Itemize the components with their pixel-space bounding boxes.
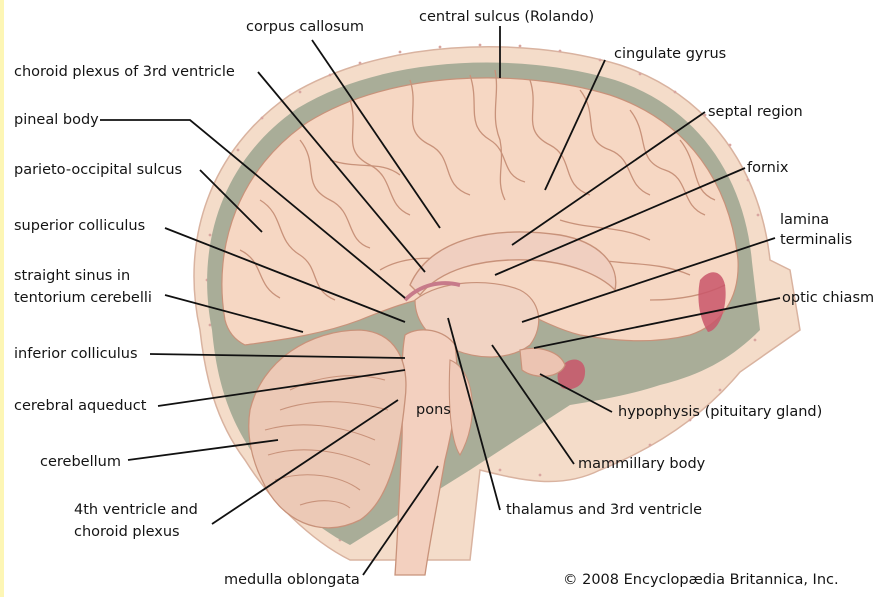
label-choroid-plexus-3rd: choroid plexus of 3rd ventricle — [14, 64, 235, 80]
label-thalamus: thalamus and 3rd ventricle — [506, 502, 702, 518]
label-terminalis: terminalis — [780, 232, 852, 248]
label-inferior-colliculus: inferior colliculus — [14, 346, 138, 362]
label-pons: pons — [416, 402, 451, 418]
label-central-sulcus: central sulcus (Rolando) — [419, 9, 594, 25]
label-tentorium: tentorium cerebelli — [14, 290, 152, 306]
label-straight-sinus: straight sinus in — [14, 268, 130, 284]
label-fornix: fornix — [747, 160, 789, 176]
label-superior-colliculus: superior colliculus — [14, 218, 145, 234]
label-optic-chiasm: optic chiasm — [782, 290, 874, 306]
label-cerebellum: cerebellum — [40, 454, 121, 470]
label-lamina: lamina — [780, 212, 829, 228]
label-medulla: medulla oblongata — [224, 572, 360, 588]
label-pineal-body: pineal body — [14, 112, 99, 128]
label-corpus-callosum: corpus callosum — [246, 19, 364, 35]
label-cerebral-aqueduct: cerebral aqueduct — [14, 398, 147, 414]
label-choroid-plexus: choroid plexus — [74, 524, 180, 540]
label-hypophysis: hypophysis (pituitary gland) — [618, 404, 822, 420]
label-fourth-ventricle: 4th ventricle and — [74, 502, 198, 518]
label-parieto-occipital: parieto-occipital sulcus — [14, 162, 182, 178]
label-cingulate-gyrus: cingulate gyrus — [614, 46, 726, 62]
label-septal-region: septal region — [708, 104, 803, 120]
copyright-notice: © 2008 Encyclopædia Britannica, Inc. — [563, 572, 839, 588]
label-mammillary-body: mammillary body — [578, 456, 706, 472]
